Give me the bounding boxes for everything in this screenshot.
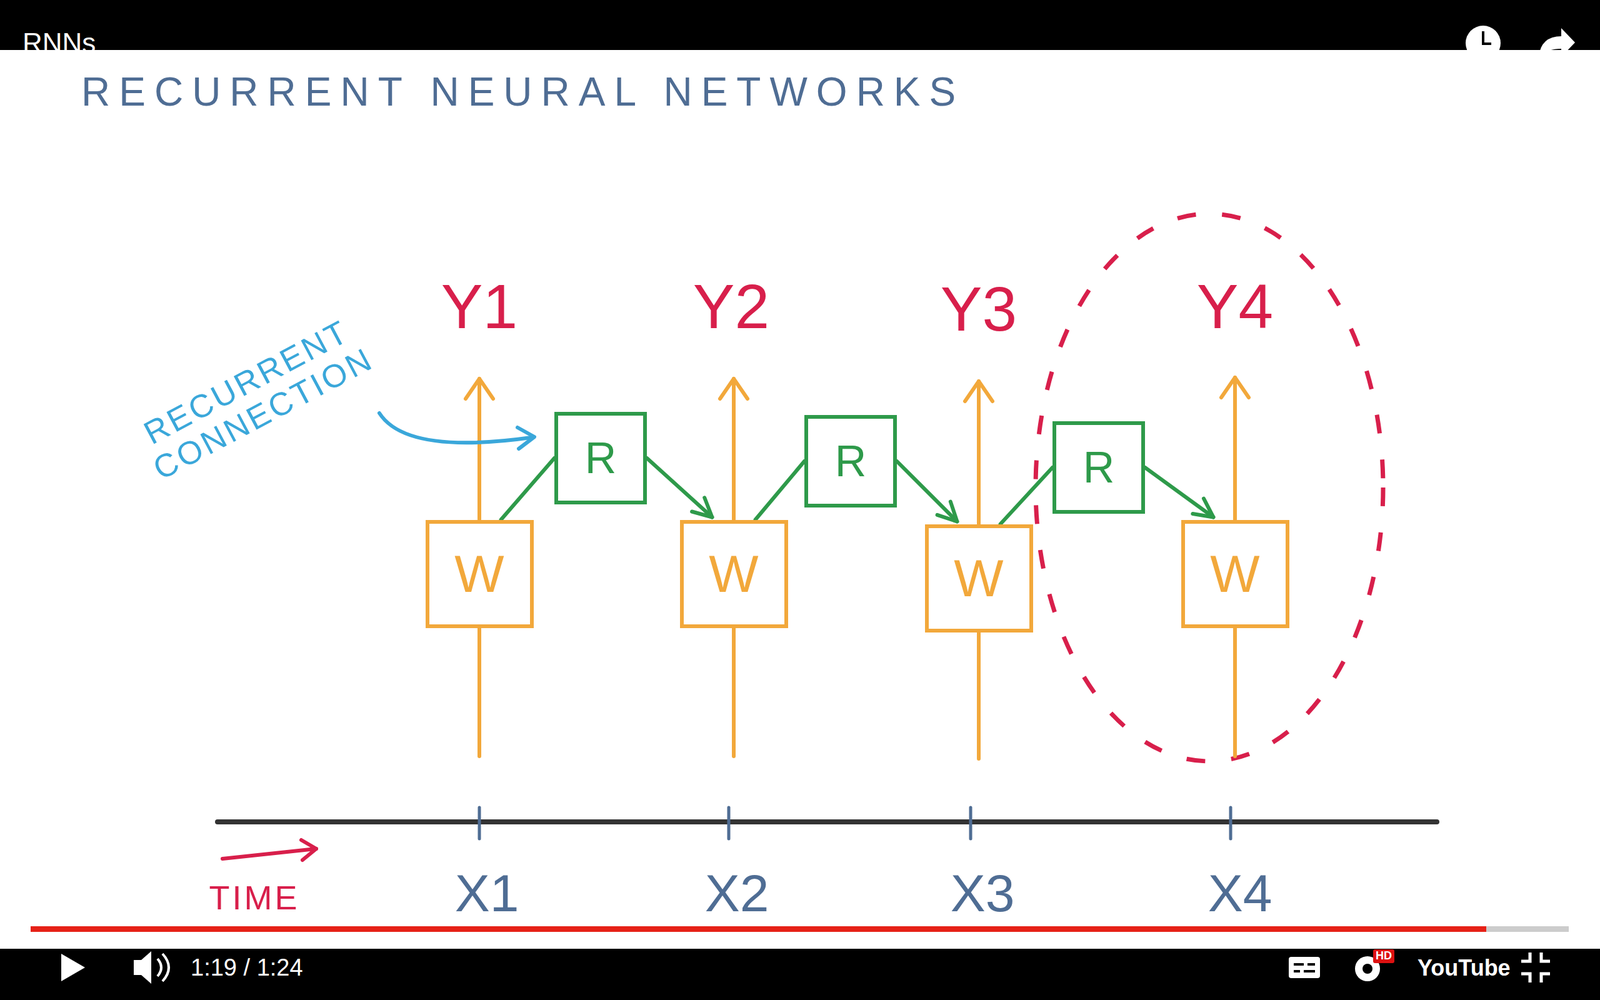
brand-logo: YouTube xyxy=(1417,955,1511,981)
output-label: Y3 xyxy=(940,274,1017,344)
weight-box: W xyxy=(425,520,534,629)
settings-gear-hole xyxy=(1362,963,1373,974)
time-label: TIME xyxy=(209,879,300,917)
recurrent-link xyxy=(896,461,957,522)
output-wire xyxy=(731,378,736,520)
recurrent-box: R xyxy=(804,415,897,508)
output-arrowhead xyxy=(720,378,748,399)
output-arrowhead xyxy=(1221,377,1249,398)
top-bar xyxy=(0,0,1600,50)
output-arrowhead xyxy=(965,381,993,402)
fullscreen-icon xyxy=(1521,952,1550,983)
share-icon xyxy=(1538,28,1575,57)
input-wire xyxy=(1233,628,1237,757)
time-axis xyxy=(217,819,1437,825)
captions-icon xyxy=(1288,956,1320,979)
node-label: W xyxy=(454,547,504,600)
time-arrow xyxy=(222,848,317,859)
video-title: RNNs xyxy=(22,28,96,59)
time-arrowhead xyxy=(301,840,317,860)
recurrent-link xyxy=(1145,467,1214,518)
progress-played xyxy=(30,926,1487,932)
output-label: Y4 xyxy=(1196,271,1274,341)
output-label: Y2 xyxy=(693,271,770,341)
input-label: X2 xyxy=(705,864,770,922)
node-label: W xyxy=(1210,547,1260,600)
input-wire xyxy=(477,628,482,757)
volume-icon xyxy=(133,951,152,984)
recurrent-link xyxy=(1000,467,1053,525)
time-counter: 1:19 / 1:24 xyxy=(190,955,304,982)
input-label: X4 xyxy=(1208,864,1273,922)
weight-box: W xyxy=(1181,520,1290,629)
diagram-title: RECURRENT NEURAL NETWORKS xyxy=(81,70,965,114)
time-tick xyxy=(727,807,731,839)
recurrent-link xyxy=(501,458,555,520)
callout-arrowhead xyxy=(517,427,535,449)
clock-icon xyxy=(1465,25,1501,61)
recurrent-box: R xyxy=(554,411,647,505)
output-arrowhead xyxy=(465,378,494,399)
node-label: R xyxy=(585,436,617,480)
highlight-ellipse xyxy=(1035,213,1384,762)
play-icon xyxy=(61,953,85,982)
time-tick xyxy=(478,807,482,839)
weight-box: W xyxy=(680,520,789,629)
input-label: X1 xyxy=(455,864,520,922)
recurrent-box: R xyxy=(1052,421,1145,514)
time-tick xyxy=(969,807,973,839)
time-tick xyxy=(1229,807,1233,839)
clock-hands xyxy=(1483,31,1492,44)
progress-remaining xyxy=(1486,926,1569,932)
weight-box: W xyxy=(925,524,1034,633)
callout-leader xyxy=(379,413,532,443)
hd-badge: HD xyxy=(1373,949,1395,964)
node-label: W xyxy=(953,551,1004,605)
node-label: R xyxy=(835,439,867,484)
input-wire xyxy=(976,632,981,759)
captions-lines xyxy=(1293,964,1315,972)
node-label: W xyxy=(708,547,759,600)
output-wire xyxy=(1233,377,1237,520)
output-label: Y1 xyxy=(441,271,518,341)
recurrent-link xyxy=(646,458,712,518)
node-label: R xyxy=(1083,445,1115,490)
input-wire xyxy=(731,628,736,757)
control-bar xyxy=(0,948,1600,1000)
input-label: X3 xyxy=(950,864,1015,922)
output-wire xyxy=(477,378,482,520)
recurrent-link xyxy=(755,461,805,520)
output-wire xyxy=(976,381,981,524)
volume-waves xyxy=(157,953,169,982)
